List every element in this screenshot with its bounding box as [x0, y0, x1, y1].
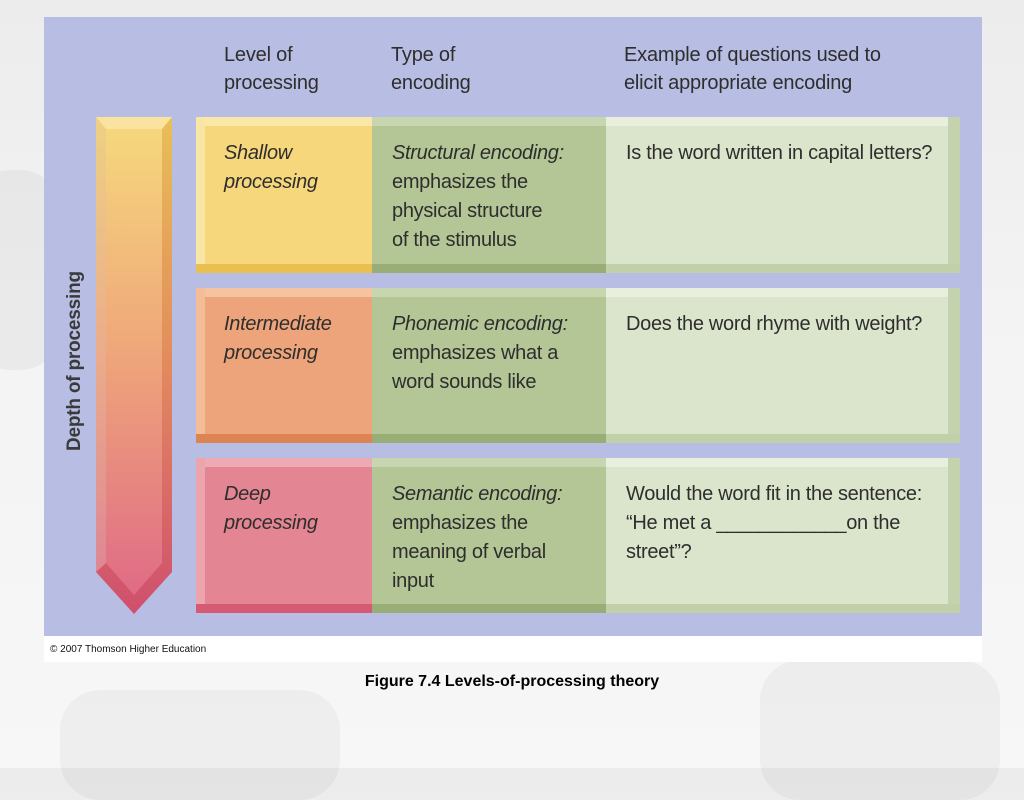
- bevel: [606, 458, 960, 467]
- bevel: [606, 434, 960, 443]
- encoding-title: Semantic encoding:: [392, 483, 563, 505]
- bevel: [372, 117, 606, 126]
- encoding-description: emphasizes the physical structure of the…: [392, 171, 543, 251]
- example-cell: Would the word fit in the sentence: “He …: [606, 458, 960, 613]
- encoding-title: Phonemic encoding:: [392, 313, 568, 335]
- level-cell: Intermediate processing: [196, 288, 372, 443]
- level-cell: Deep processing: [196, 458, 372, 613]
- encoding-text: Phonemic encoding: emphasizes what a wor…: [392, 310, 602, 397]
- bevel: [606, 288, 960, 297]
- bevel: [948, 288, 960, 443]
- encoding-cell: Phonemic encoding: emphasizes what a wor…: [372, 288, 606, 443]
- bevel: [196, 604, 372, 613]
- bevel: [196, 434, 372, 443]
- row-intermediate: Intermediate processing Phonemic encodin…: [196, 288, 960, 443]
- example-text: Does the word rhyme with weight?: [626, 313, 923, 335]
- bevel: [196, 117, 372, 126]
- depth-arrow: [96, 117, 172, 614]
- bevel: [606, 117, 960, 126]
- bevel: [196, 458, 205, 613]
- copyright-credit: © 2007 Thomson Higher Education: [50, 644, 207, 655]
- row-shallow: Shallow processing Structural encoding: …: [196, 117, 960, 273]
- level-text: Deep processing: [224, 483, 318, 534]
- example-text: Would the word fit in the sentence: “He …: [626, 483, 922, 563]
- bevel: [948, 117, 960, 273]
- header-type-of-encoding: Type of encoding: [391, 44, 471, 94]
- bevel: [372, 434, 606, 443]
- bevel: [196, 117, 205, 273]
- encoding-description: emphasizes the meaning of verbal input: [392, 512, 546, 592]
- encoding-cell: Semantic encoding: emphasizes the meanin…: [372, 458, 606, 613]
- figure-caption: Figure 7.4 Levels-of-processing theory: [364, 673, 660, 690]
- header-level-of-processing: Level of processing: [224, 44, 319, 94]
- bevel: [948, 458, 960, 613]
- bevel: [196, 288, 372, 297]
- example-cell: Is the word written in capital letters?: [606, 117, 960, 273]
- figure-panel: Level of processing Type of encoding Exa…: [44, 17, 982, 636]
- encoding-title: Structural encoding:: [392, 142, 564, 164]
- level-cell: Shallow processing: [196, 117, 372, 273]
- encoding-description: emphasizes what a word sounds like: [392, 342, 559, 393]
- level-text: Shallow processing: [224, 142, 318, 193]
- bevel: [372, 458, 606, 467]
- encoding-text: Structural encoding: emphasizes the phys…: [392, 139, 602, 255]
- encoding-text: Semantic encoding: emphasizes the meanin…: [392, 480, 602, 596]
- example-cell: Does the word rhyme with weight?: [606, 288, 960, 443]
- bevel: [196, 288, 205, 443]
- credit-bar: © 2007 Thomson Higher Education: [44, 636, 982, 662]
- level-text: Intermediate processing: [224, 313, 332, 364]
- bevel: [606, 604, 960, 613]
- encoding-cell: Structural encoding: emphasizes the phys…: [372, 117, 606, 273]
- bevel: [606, 264, 960, 273]
- example-text: Is the word written in capital letters?: [626, 142, 933, 164]
- bevel: [196, 458, 372, 467]
- row-deep: Deep processing Semantic encoding: empha…: [196, 458, 960, 613]
- bevel: [372, 288, 606, 297]
- background-shape: [60, 690, 340, 800]
- bevel: [372, 264, 606, 273]
- header-example-questions: Example of questions used to elicit appr…: [624, 44, 881, 94]
- bevel: [196, 264, 372, 273]
- bevel: [372, 604, 606, 613]
- depth-of-processing-label: Depth of processing: [64, 271, 85, 451]
